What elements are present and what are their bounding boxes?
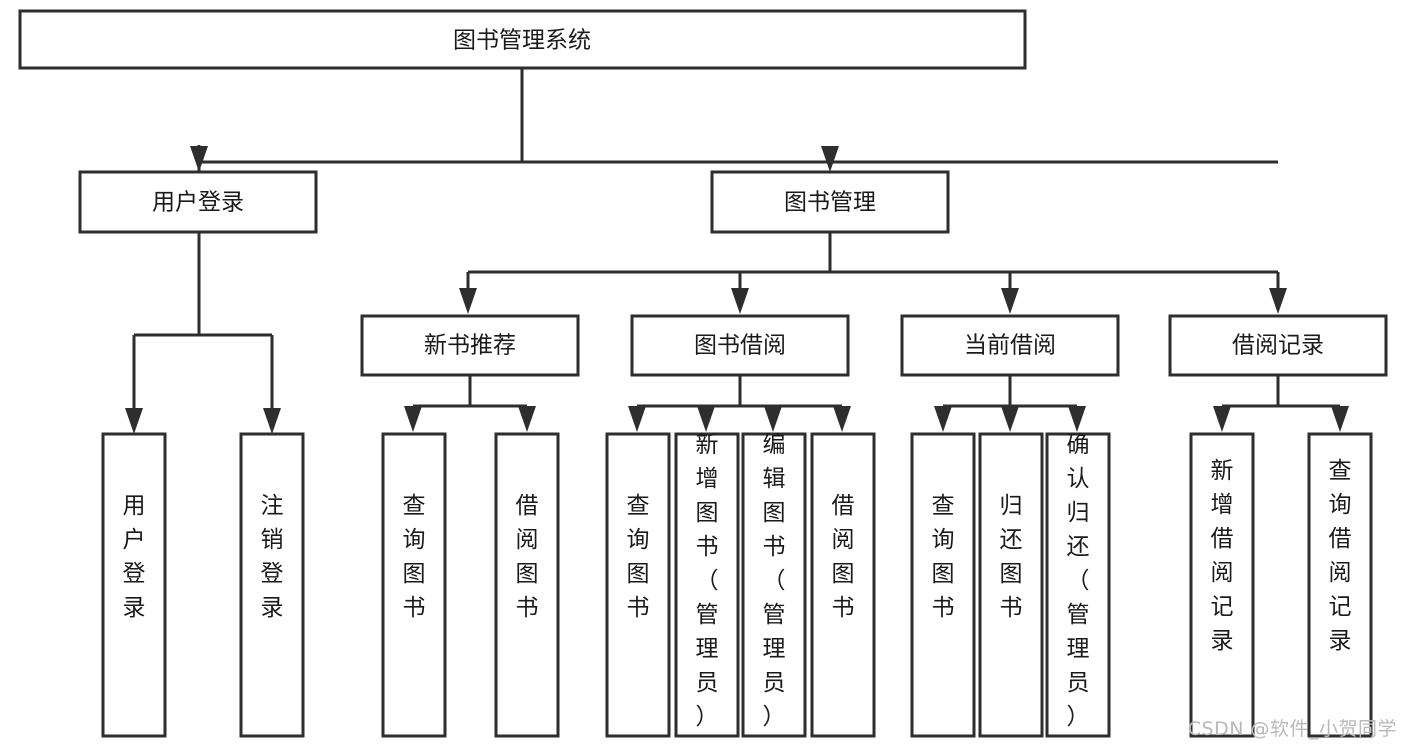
node-book-management[interactable]: 图书管理 [710,170,950,234]
node-book-borrow[interactable]: 图书借阅 [630,314,850,377]
node-leaf-query-record-label: 查询借阅记录 [1329,458,1352,654]
node-new-book-recommend[interactable]: 新书推荐 [360,314,580,377]
node-leaf-query-books-3-label: 查询图书 [932,493,955,621]
node-leaf-query-books-1[interactable]: 查询图书 [381,432,447,738]
node-leaf-query-books-2-label: 查询图书 [627,493,650,621]
node-leaf-return-book[interactable]: 归还图书 [978,432,1044,738]
node-borrow-records[interactable]: 借阅记录 [1168,314,1388,377]
node-leaf-add-record[interactable]: 新增借阅记录 [1189,432,1255,738]
node-current-borrow[interactable]: 当前借阅 [900,314,1120,377]
connector-group-borrow-records [1213,375,1349,432]
connector-group-book-borrow [628,375,851,432]
node-leaf-confirm-return[interactable]: 确认归还（管理员） [1045,432,1111,738]
node-leaf-edit-book[interactable]: 编辑图书（管理员） [741,432,807,738]
node-root-label: 图书管理系统 [453,28,591,54]
node-leaf-borrow-books-2-label: 借阅图书 [832,493,855,621]
node-leaf-query-record[interactable]: 查询借阅记录 [1307,432,1373,738]
node-leaf-query-books-3[interactable]: 查询图书 [910,432,976,738]
node-leaf-borrow-books-2[interactable]: 借阅图书 [810,432,876,738]
connector-group-root [197,68,1278,164]
connector-group-book-management [459,232,1287,314]
connector-group-current-borrow [934,375,1086,432]
node-leaf-user-login-label: 用户登录 [123,493,146,621]
node-new-book-recommend-label: 新书推荐 [424,333,516,359]
node-leaf-add-book[interactable]: 新增图书（管理员） [674,432,740,738]
node-book-management-label: 图书管理 [784,190,876,216]
node-leaf-add-record-label: 新增借阅记录 [1211,458,1234,654]
node-leaf-query-books-2[interactable]: 查询图书 [605,432,671,738]
node-root[interactable]: 图书管理系统 [18,9,1027,70]
node-leaf-query-books-1-label: 查询图书 [403,493,426,621]
node-leaf-add-book-label: 新增图书（管理员） [696,432,719,730]
node-user-login[interactable]: 用户登录 [78,170,318,234]
root-bus-legs [197,146,832,162]
connector-group-new-book-recommend [404,375,536,432]
node-leaf-user-logout-label: 注销登录 [261,493,284,621]
node-leaf-user-login[interactable]: 用户登录 [101,432,167,738]
node-leaf-confirm-return-label: 确认归还（管理员） [1067,432,1090,730]
node-current-borrow-label: 当前借阅 [964,333,1056,359]
node-book-borrow-label: 图书借阅 [694,333,786,359]
node-leaf-borrow-books-1[interactable]: 借阅图书 [494,432,560,738]
node-leaf-return-book-label: 归还图书 [1000,493,1023,621]
node-leaf-edit-book-label: 编辑图书（管理员） [763,432,786,730]
node-leaf-user-logout[interactable]: 注销登录 [239,432,305,738]
node-leaf-borrow-books-1-label: 借阅图书 [516,493,539,621]
node-borrow-records-label: 借阅记录 [1232,333,1324,359]
connector-group-user-login [125,232,281,434]
node-user-login-label: 用户登录 [152,190,244,216]
